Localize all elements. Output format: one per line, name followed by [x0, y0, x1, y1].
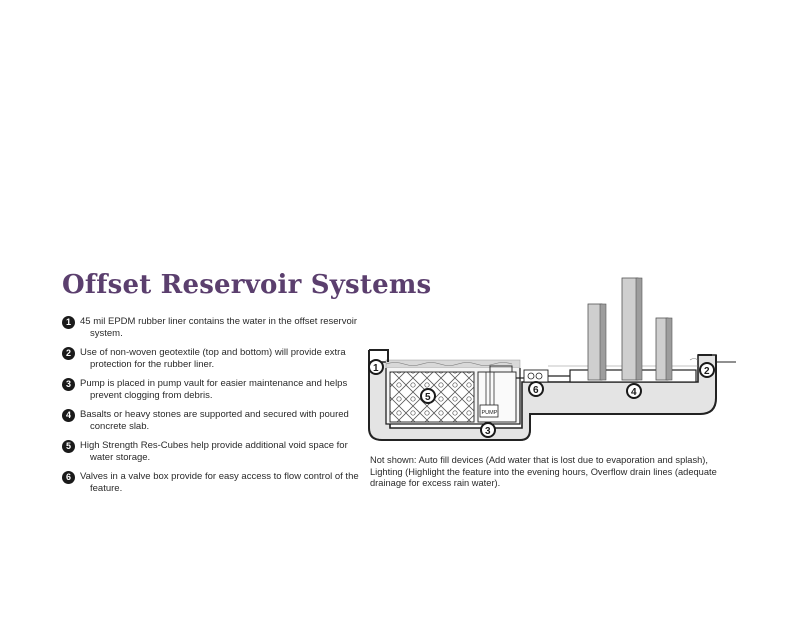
pump-unit — [479, 404, 499, 418]
svg-text:5: 5 — [425, 392, 431, 403]
legend-item: 1 45 mil EPDM rubber liner contains the … — [62, 316, 362, 340]
legend-number-badge: 6 — [62, 471, 75, 484]
legend-item: 4 Basalts or heavy stones are supported … — [62, 409, 362, 433]
legend-text-cont: system. — [90, 328, 123, 339]
reservoir-cross-section-diagram: PUMP 1 2 3 4 5 6 — [368, 277, 736, 441]
note-line: Not shown: Auto fill devices (Add water … — [370, 455, 708, 465]
callout-2: 2 — [699, 362, 715, 378]
basalt-column — [665, 317, 673, 381]
callout-5: 5 — [420, 388, 436, 404]
legend-list: 1 45 mil EPDM rubber liner contains the … — [62, 316, 362, 502]
legend-item: 2 Use of non-woven geotextile (top and b… — [62, 347, 362, 371]
svg-text:3: 3 — [485, 426, 491, 437]
legend-text: High Strength Res-Cubes help provide add… — [80, 440, 348, 451]
legend-text-cont: feature. — [90, 483, 123, 494]
callout-3: 3 — [480, 422, 496, 438]
legend-text: 45 mil EPDM rubber liner contains the wa… — [80, 316, 358, 327]
legend-text-cont: concrete slab. — [90, 421, 150, 432]
svg-text:4: 4 — [631, 387, 637, 398]
page-title: Offset Reservoir Systems — [62, 270, 432, 300]
basalt-column — [621, 277, 639, 381]
legend-item: 6 Valves in a valve box provide for easy… — [62, 471, 362, 495]
callout-6: 6 — [528, 381, 544, 397]
basalt-column — [635, 277, 643, 381]
callout-1: 1 — [368, 359, 384, 375]
note-line: Lighting (Highlight the feature into the… — [370, 466, 717, 477]
not-shown-note: Not shown: Auto fill devices (Add water … — [370, 455, 720, 490]
pump-label: PUMP — [482, 410, 498, 416]
legend-item: 5 High Strength Res-Cubes help provide a… — [62, 440, 362, 464]
svg-text:2: 2 — [704, 366, 710, 377]
legend-number-badge: 4 — [62, 409, 75, 422]
legend-text: Pump is placed in pump vault for easier … — [80, 378, 348, 389]
legend-number-badge: 2 — [62, 347, 75, 360]
legend-text-cont: prevent clogging from debris. — [90, 390, 213, 401]
basalt-column — [599, 303, 607, 381]
svg-text:6: 6 — [533, 385, 539, 396]
note-line: drainage for excess rain water). — [370, 478, 501, 488]
legend-text-cont: water storage. — [90, 452, 151, 463]
legend-text: Basalts or heavy stones are supported an… — [80, 409, 349, 420]
legend-text-cont: protection for the rubber liner. — [90, 359, 215, 370]
legend-text: Use of non-woven geotextile (top and bot… — [80, 347, 346, 358]
svg-text:1: 1 — [373, 363, 379, 374]
liner-outline — [368, 350, 717, 441]
legend-number-badge: 5 — [62, 440, 75, 453]
water-surface — [385, 359, 521, 369]
legend-item: 3 Pump is placed in pump vault for easie… — [62, 378, 362, 402]
callout-4: 4 — [626, 383, 642, 399]
legend-text: Valves in a valve box provide for easy a… — [80, 471, 359, 482]
legend-number-badge: 3 — [62, 378, 75, 391]
legend-number-badge: 1 — [62, 316, 75, 329]
